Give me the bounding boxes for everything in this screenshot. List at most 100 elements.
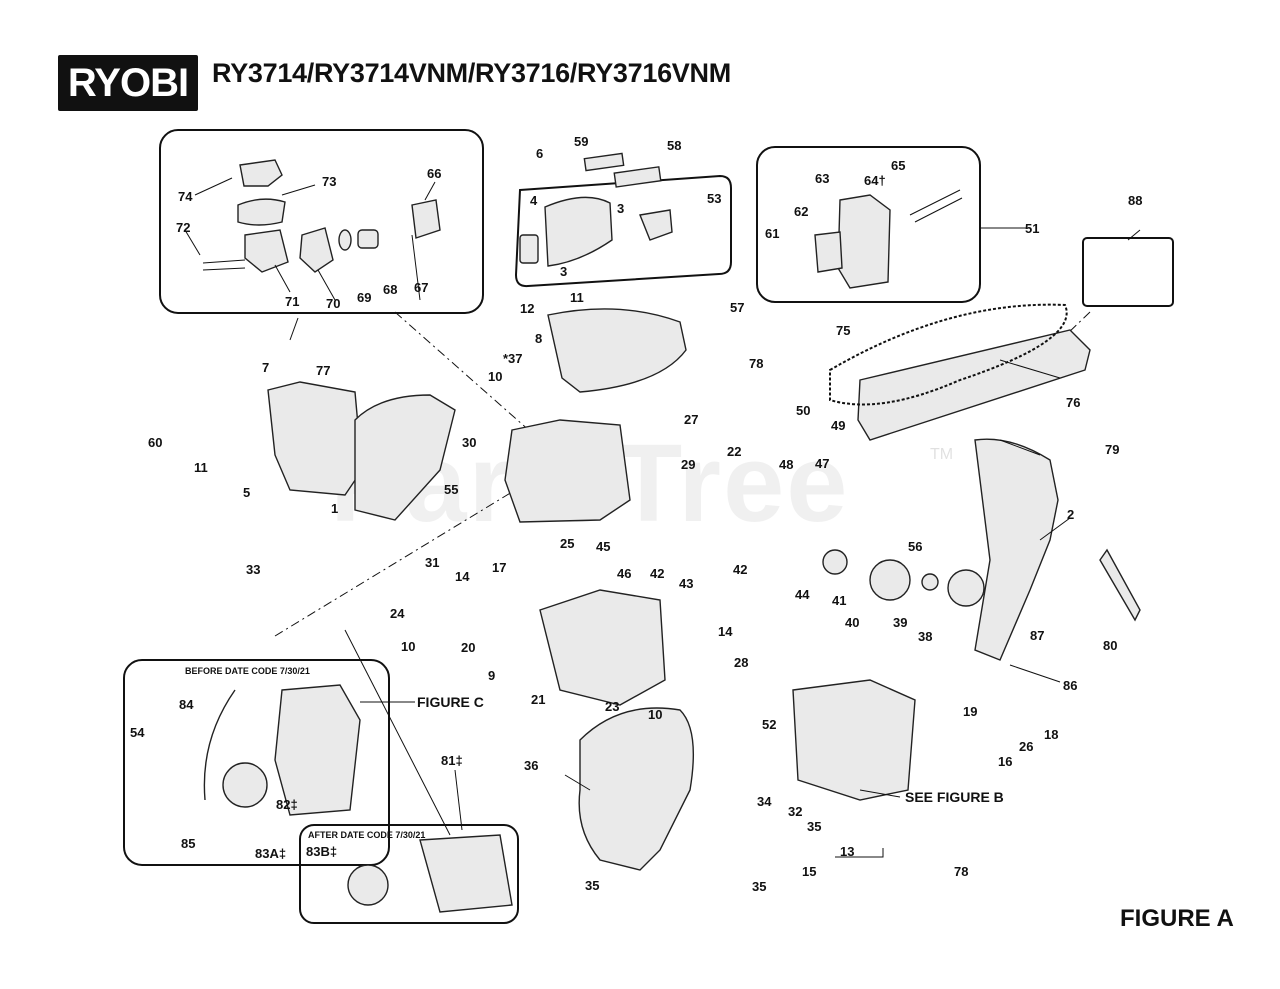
clutch-part: [947, 569, 985, 607]
part-label: 16: [998, 754, 1012, 769]
part-label: 26: [1019, 739, 1033, 754]
brand-text: RYOBI: [67, 60, 189, 105]
part-label: 3: [617, 201, 624, 216]
part-label: 14: [455, 569, 470, 584]
dashed-leader: [394, 311, 541, 441]
part-label: 83B‡: [306, 844, 337, 859]
part-label: 76: [1066, 395, 1080, 410]
part-label: 46: [617, 566, 631, 581]
part-label: 80: [1103, 638, 1117, 653]
part-label: 57: [730, 300, 744, 315]
part-label: 17: [492, 560, 506, 575]
part-label: 1: [331, 501, 338, 516]
part-label: 19: [963, 704, 977, 719]
part-label: 74: [178, 189, 193, 204]
part-label: 24: [390, 606, 405, 621]
part-label: 86: [1063, 678, 1077, 693]
part-label: 43: [679, 576, 693, 591]
part-label: 14: [718, 624, 733, 639]
part-label: 79: [1105, 442, 1119, 457]
bolt-part: [909, 189, 961, 216]
part-label: 85: [181, 836, 195, 851]
engine-block-part: [504, 419, 631, 523]
part-label: 47: [815, 456, 829, 471]
part-label: 30: [462, 435, 476, 450]
part-label: 50: [796, 403, 810, 418]
leader: [274, 264, 291, 293]
front-handle-part: [578, 707, 694, 871]
leader: [344, 629, 451, 836]
screw-part: [202, 267, 246, 271]
part-label: 36: [524, 758, 538, 773]
part-label: 52: [762, 717, 776, 732]
leader: [184, 229, 201, 256]
part-label: 15: [802, 864, 816, 879]
part-label: 39: [893, 615, 907, 630]
handle-cover-part: [237, 198, 286, 226]
part-label: 51: [1025, 221, 1039, 236]
handle-cap-part: [239, 159, 283, 187]
leader: [1009, 664, 1061, 683]
part-label: 81‡: [441, 753, 463, 768]
part-label: 5: [243, 485, 250, 500]
part-label: 64†: [864, 173, 886, 188]
part-label: 8: [535, 331, 542, 346]
part-label: 34: [757, 794, 772, 809]
part-label: SEE FIGURE B: [905, 789, 1004, 805]
guide-bar-part: [857, 329, 1091, 441]
part-label: 45: [596, 539, 610, 554]
part-label: 35: [585, 878, 599, 893]
inset-box-tool: [1082, 237, 1174, 307]
part-label: 4: [530, 193, 538, 208]
leader: [999, 439, 1041, 456]
part-label: 48: [779, 457, 793, 472]
part-label: 10: [401, 639, 415, 654]
part-label: 13: [840, 844, 854, 859]
part-label: 87: [1030, 628, 1044, 643]
leader: [835, 848, 884, 858]
leader: [411, 234, 421, 301]
leader: [999, 359, 1061, 379]
part-label: 68: [383, 282, 397, 297]
after-date-label: AFTER DATE CODE 7/30/21: [308, 830, 425, 840]
before-date-label: BEFORE DATE CODE 7/30/21: [185, 666, 310, 676]
model-title: RY3714/RY3714VNM/RY3716/RY3716VNM: [212, 58, 731, 88]
part-label: 58: [667, 138, 681, 153]
label-part: [583, 152, 625, 172]
choke-knob-part: [519, 234, 539, 264]
part-label: 72: [176, 220, 190, 235]
part-label: 6: [536, 146, 543, 161]
part-label: 69: [357, 290, 371, 305]
part-label: 32: [788, 804, 802, 819]
part-label: 75: [836, 323, 850, 338]
part-label: 42: [650, 566, 664, 581]
part-label: 70: [326, 296, 340, 311]
scrench-part: [1099, 548, 1141, 622]
inset-box-after: [299, 824, 519, 924]
part-label: 21: [531, 692, 545, 707]
part-label: 20: [461, 640, 475, 655]
part-label: 18: [1044, 727, 1058, 742]
part-label: 41: [832, 593, 846, 608]
part-label: 25: [560, 536, 574, 551]
part-label: 9: [488, 668, 495, 683]
leader: [289, 317, 299, 341]
part-label: 59: [574, 134, 588, 149]
engine-cover-part: [547, 308, 687, 393]
figure-label: FIGURE A: [1120, 905, 1234, 932]
starter-housing-part: [267, 381, 363, 496]
handle-housing-part: [244, 229, 289, 273]
crankcase-part: [539, 589, 666, 706]
flywheel-83b-part: [347, 864, 389, 906]
spacer-part: [357, 229, 379, 249]
part-label: 77: [316, 363, 330, 378]
drum-part: [869, 559, 911, 601]
part-label: 7: [262, 360, 269, 375]
part-label: 11: [194, 460, 208, 475]
part-label: 2: [1067, 507, 1074, 522]
part-label: 28: [734, 655, 748, 670]
leader: [424, 181, 436, 201]
ryobi-logo: RYOBI: [58, 55, 198, 111]
